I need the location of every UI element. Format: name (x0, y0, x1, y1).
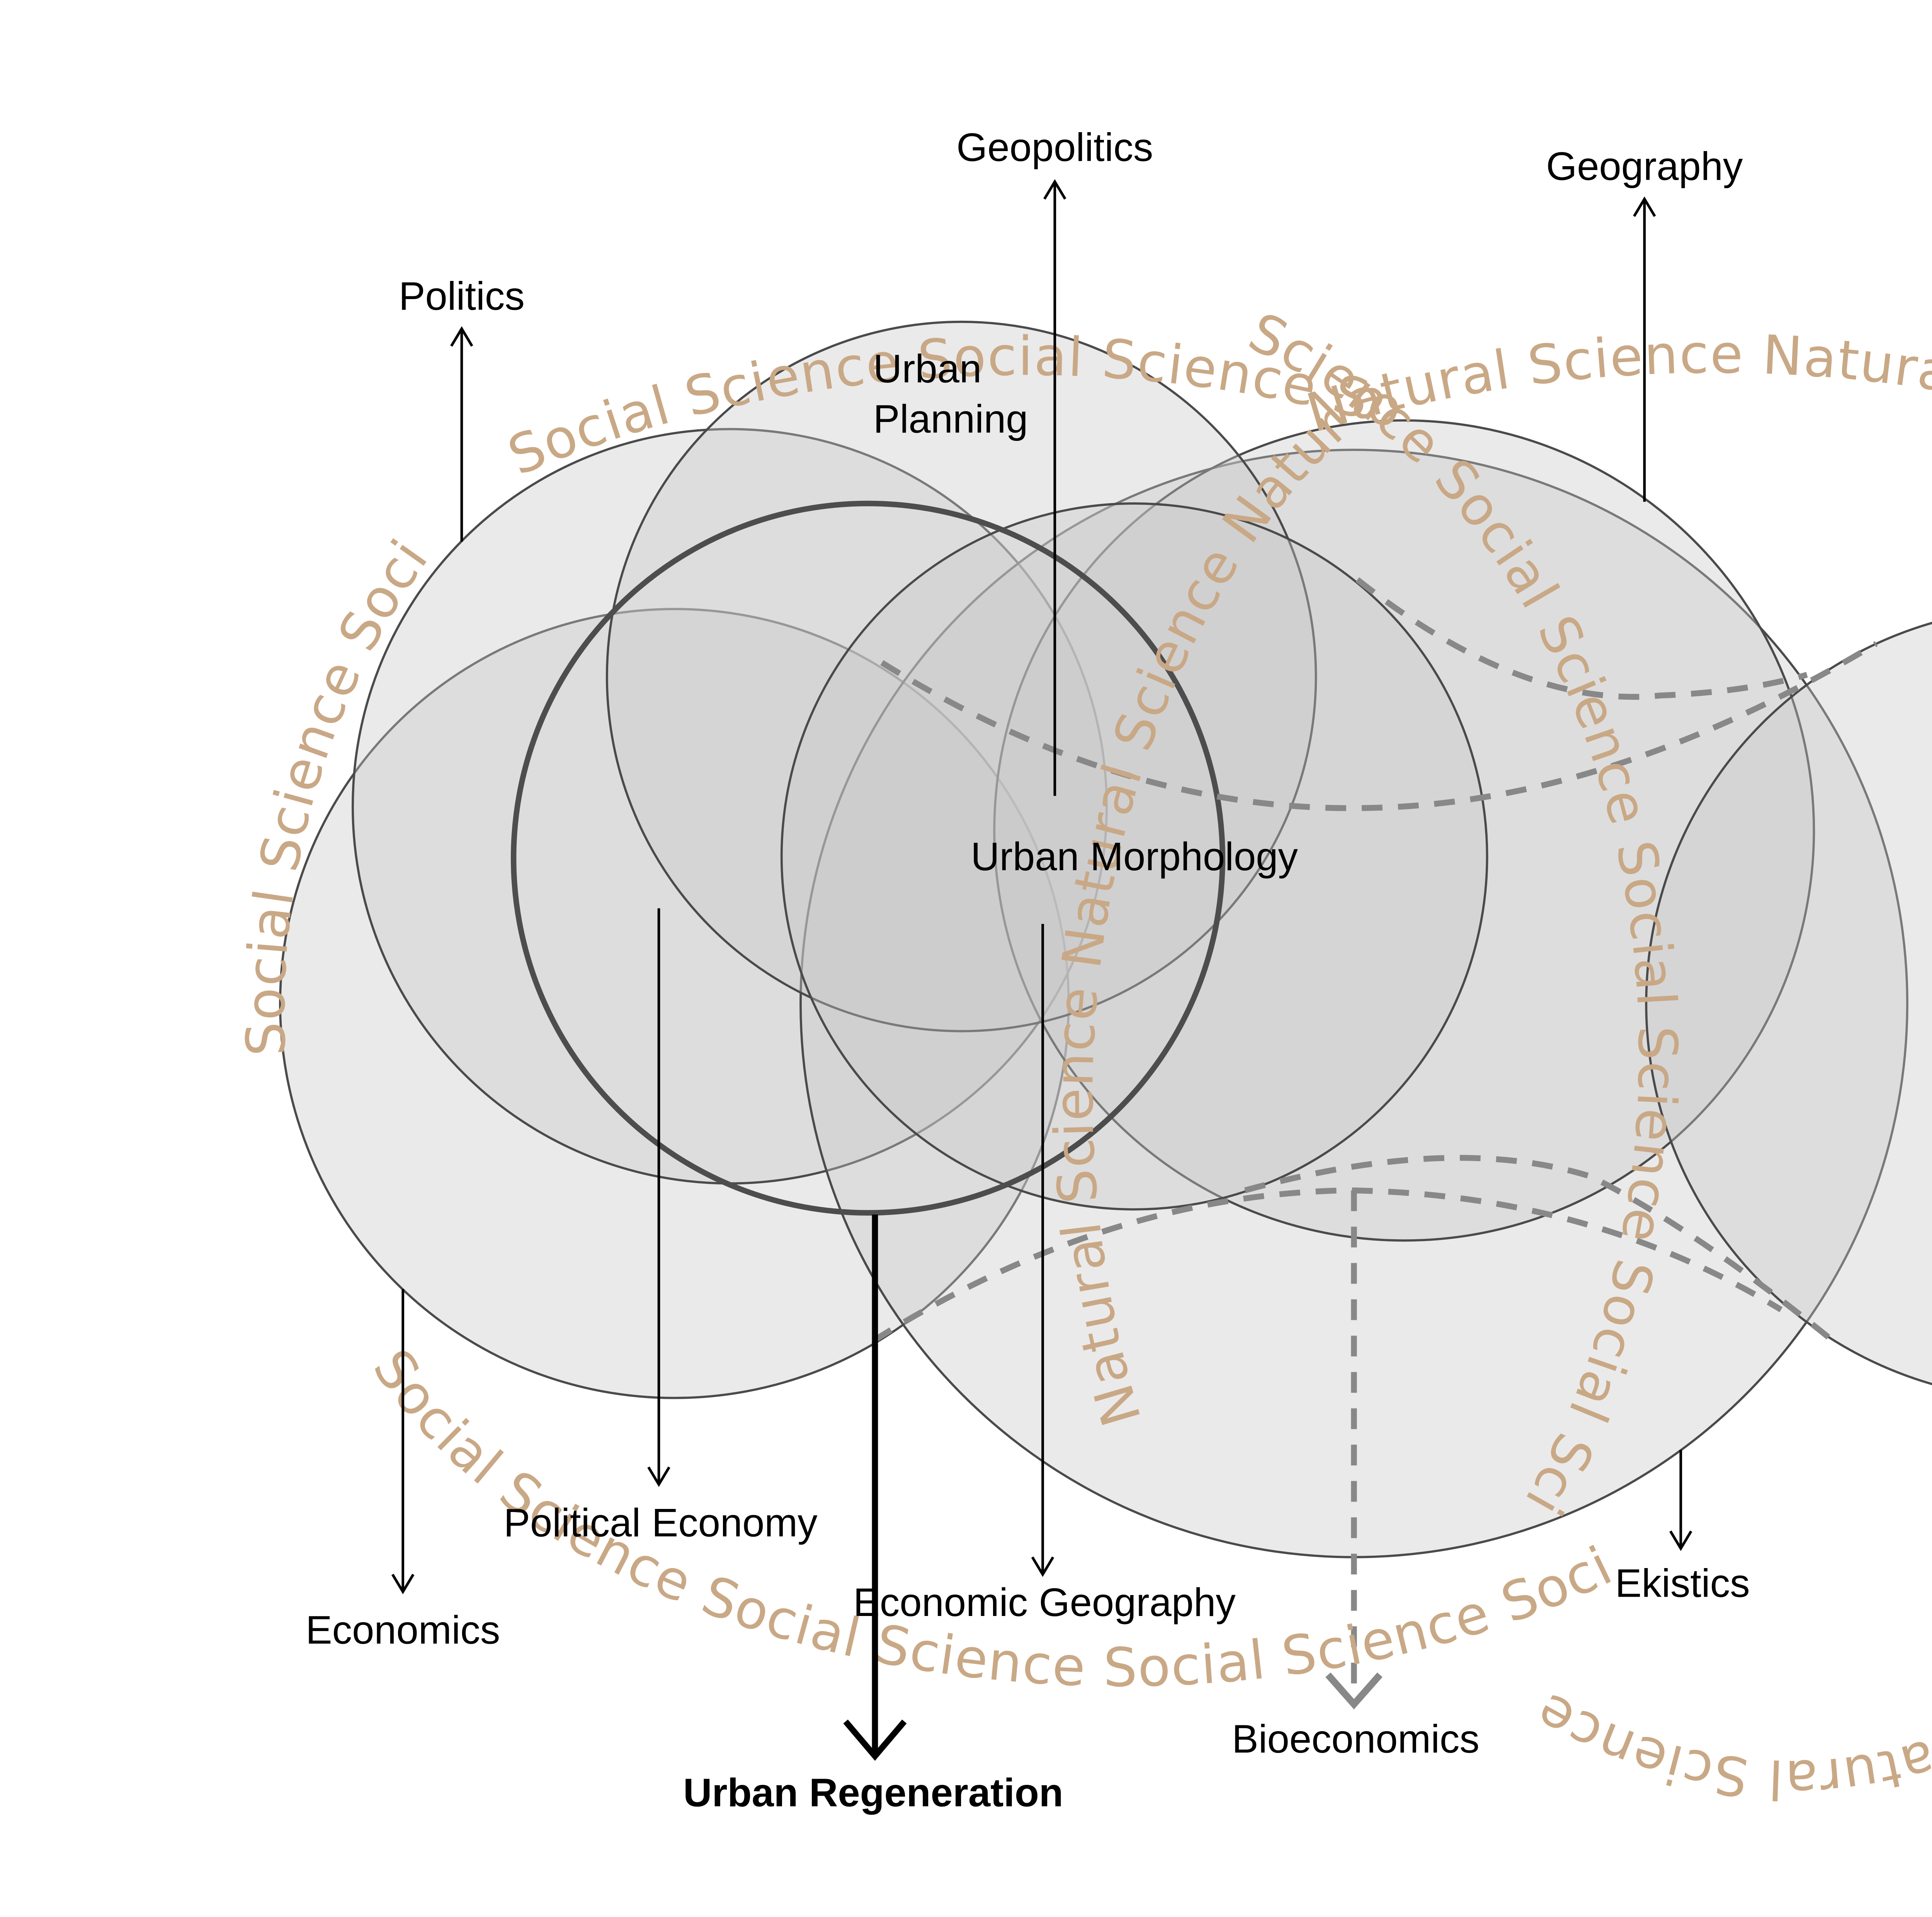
circles (279, 320, 1932, 1558)
arrow-geopolitics (1043, 179, 1066, 796)
dashed-arc-lower-2 (1244, 1155, 1835, 1343)
arrows (391, 179, 1692, 1761)
dashed-arc-upper-1 (880, 641, 1878, 811)
label-political-economy: Political Economy (503, 1500, 818, 1545)
arrow-politics (450, 326, 473, 542)
label-urban-planning-1: Urban (873, 346, 981, 391)
label-ekistics: Ekistics (1615, 1561, 1750, 1606)
circle-biology (1645, 622, 1932, 1385)
arrow-economic-geography (1031, 924, 1054, 1577)
arrow-ekistics (1669, 1450, 1692, 1551)
arrow-urban-regeneration (843, 1214, 907, 1761)
label-bioeconomics: Bioeconomics (1232, 1717, 1480, 1761)
label-economics: Economics (306, 1608, 500, 1652)
arrow-political-economy (647, 908, 670, 1487)
label-urban-regeneration: Urban Regeneration (683, 1770, 1063, 1815)
arrow-economics (391, 1289, 415, 1594)
labels: Politics Geopolitics Geography Urban Pla… (306, 125, 1750, 1815)
dashed-arc-upper-2 (1355, 577, 1808, 700)
label-geopolitics: Geopolitics (956, 125, 1153, 169)
label-urban-planning-2: Planning (873, 396, 1028, 441)
circle-urban-planning (605, 320, 1317, 1032)
circle-economics (279, 608, 1070, 1399)
dashed-arc-lower-1 (871, 1187, 1783, 1344)
label-politics: Politics (399, 274, 525, 318)
circle-economic-geography (780, 502, 1488, 1211)
circle-urban-morphology-core (510, 500, 1226, 1216)
label-urban-morphology: Urban Morphology (971, 834, 1298, 879)
dashed-links (871, 577, 1878, 1709)
arrow-geography (1633, 196, 1656, 502)
dashed-arrowhead-bioeconomics (1325, 1672, 1383, 1709)
circle-geography (993, 419, 1815, 1242)
label-geography: Geography (1546, 144, 1743, 189)
label-economic-geography: Economic Geography (853, 1580, 1236, 1624)
